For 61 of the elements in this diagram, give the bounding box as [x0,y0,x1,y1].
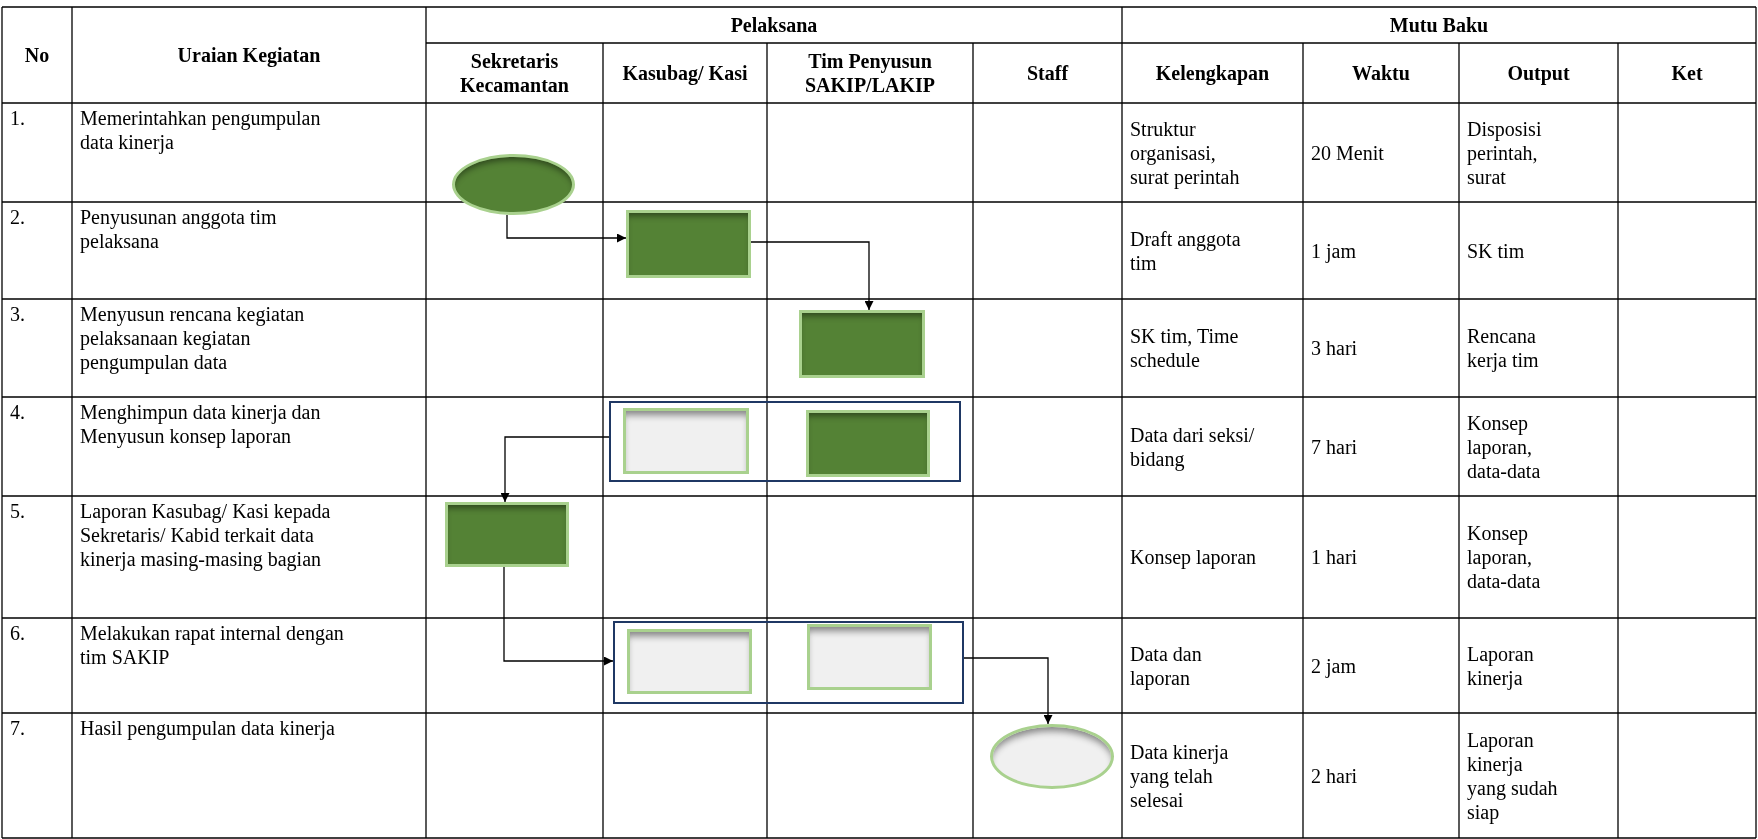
requirement-text: SK tim, Time schedule [1130,324,1240,372]
arrow [500,436,610,503]
output-text: SK tim [1467,238,1525,263]
time-text: 1 jam [1311,238,1356,263]
activity-text: Memerintahkan pengumpulan data kinerja [80,106,322,154]
requirement-text: Draft anggota tim [1130,226,1242,275]
group-frame [613,621,964,704]
column-header: Waktu [1352,61,1410,85]
time-text: 20 Menit [1311,140,1384,165]
process-box [626,210,751,278]
process-box [445,502,569,567]
column-header: No [24,43,50,67]
process-box [807,624,932,690]
row-number: 7. [10,716,25,740]
output-text: Konsep laporan, data-data [1467,521,1542,593]
arrow [750,241,874,311]
arrow [963,657,1053,725]
output-text: Konsep laporan, data-data [1467,410,1542,483]
column-header: Kasubag/ Kasi [622,61,748,85]
requirement-text: Struktur organisasi, surat perintah [1130,116,1241,189]
activity-text: Laporan Kasubag/ Kasi kepada Sekretaris/ Kabid terkait data kinerja masing-masing bagian [80,499,332,571]
requirement-text: Data kinerja yang telah selesai [1130,739,1230,812]
activity-text: Hasil pengumpulan data kinerja [80,716,335,740]
activity-text: Menghimpun data kinerja dan Menyusun konsep laporan [80,400,322,448]
time-text: 2 jam [1311,653,1356,678]
column-header: Sekretaris Kecamantan [459,49,570,97]
process-box [806,410,930,477]
row-number: 3. [10,302,25,326]
row-number: 5. [10,499,25,523]
row-number: 1. [10,106,25,130]
row-number: 6. [10,621,25,645]
group-frame [609,401,961,482]
output-text: Disposisi perintah, surat [1467,116,1543,189]
group-header: Pelaksana [730,13,818,37]
activity-text: Menyusun rencana kegiatan pelaksanaan kegiatan pengumpulan data [80,302,306,374]
column-header: Kelengkapan [1155,61,1270,85]
requirement-text: Konsep laporan [1130,545,1257,569]
row-number: 4. [10,400,25,424]
time-text: 2 hari [1311,763,1358,788]
output-text: Rencana kerja tim [1467,324,1540,372]
requirement-text: Data dan laporan [1130,641,1203,690]
column-header: Ket [1671,61,1703,85]
time-text: 1 hari [1311,545,1358,569]
arrow [503,566,614,666]
output-text: Laporan kinerja yang sudah siap [1467,727,1559,824]
requirement-text: Data dari seksi/ bidang [1130,422,1256,471]
time-text: 7 hari [1311,434,1358,459]
arrow [506,214,627,243]
process-box [799,310,925,378]
process-box [627,629,752,694]
column-header: Staff [1026,61,1069,85]
time-text: 3 hari [1311,336,1358,360]
activity-text: Penyusunan anggota tim pelaksana [80,205,278,253]
process-box [623,408,749,474]
column-header: Tim Penyusun SAKIP/LAKIP [804,49,936,97]
output-text: Laporan kinerja [1467,641,1535,690]
activity-text: Melakukan rapat internal dengan tim SAKIP [80,621,345,669]
group-header: Mutu Baku [1389,13,1489,37]
column-header: Output [1507,61,1570,85]
column-header: Uraian Kegiatan [177,43,321,67]
row-number: 2. [10,205,25,229]
